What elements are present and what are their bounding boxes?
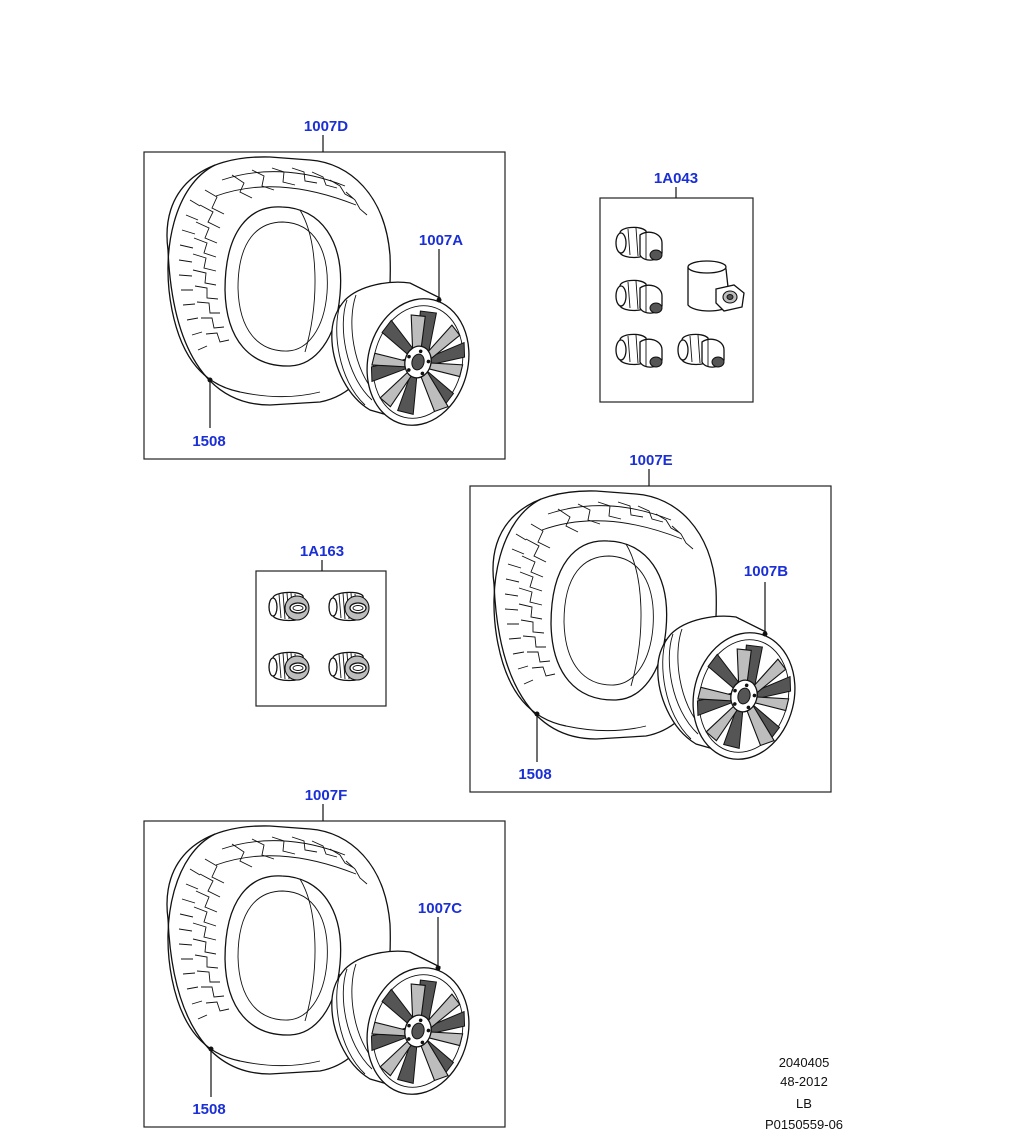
callout-1508-c[interactable]: 1508 — [192, 1101, 225, 1118]
group-1a163: 1A163 — [255, 543, 387, 707]
reference-line-2: 48-2012 — [780, 1074, 828, 1089]
alloy-wheel-icon — [331, 281, 483, 437]
locking-wheel-nut-icon — [615, 226, 663, 261]
callout-1007f[interactable]: 1007F — [305, 787, 348, 804]
centre-cap-icon — [328, 591, 370, 622]
centre-cap-icon — [268, 651, 310, 682]
centre-cap-icon — [268, 591, 310, 622]
group-1007e-frame — [469, 485, 832, 793]
group-1007f: 1007F 1007C 1508 — [143, 787, 506, 1128]
callout-1a163[interactable]: 1A163 — [300, 543, 344, 560]
reference-line-1: 2040405 — [779, 1055, 830, 1070]
reference-line-3: LB — [796, 1096, 812, 1111]
callout-1007e[interactable]: 1007E — [629, 452, 672, 469]
group-1a163-frame — [255, 570, 387, 707]
locking-wheel-nut-icon — [677, 333, 725, 368]
locking-wheel-nut-icon — [615, 333, 663, 368]
callout-1007a[interactable]: 1007A — [419, 232, 463, 249]
centre-cap-icon — [328, 651, 370, 682]
callout-1007b[interactable]: 1007B — [744, 563, 788, 580]
alloy-wheel-icon — [657, 615, 809, 771]
callout-1508-a[interactable]: 1508 — [192, 433, 225, 450]
group-1a043: 1A043 — [599, 170, 754, 403]
reference-block: 2040405 48-2012 LB P0150559-06 — [765, 1055, 843, 1132]
callout-1508-b[interactable]: 1508 — [518, 766, 551, 783]
group-1007e: 1007E 1007B 1508 — [469, 452, 832, 793]
callout-1007c[interactable]: 1007C — [418, 900, 462, 917]
callout-1007d[interactable]: 1007D — [304, 118, 348, 135]
callout-1a043[interactable]: 1A043 — [654, 170, 698, 187]
group-1007f-frame — [143, 820, 506, 1128]
locking-wheel-nut-icon — [615, 279, 663, 314]
lock-key-icon — [687, 260, 745, 312]
reference-line-4: P0150559-06 — [765, 1117, 843, 1132]
group-1007d: 1007D 1007A 1508 — [143, 118, 506, 460]
group-1007d-frame — [143, 151, 506, 460]
alloy-wheel-icon — [331, 950, 483, 1106]
